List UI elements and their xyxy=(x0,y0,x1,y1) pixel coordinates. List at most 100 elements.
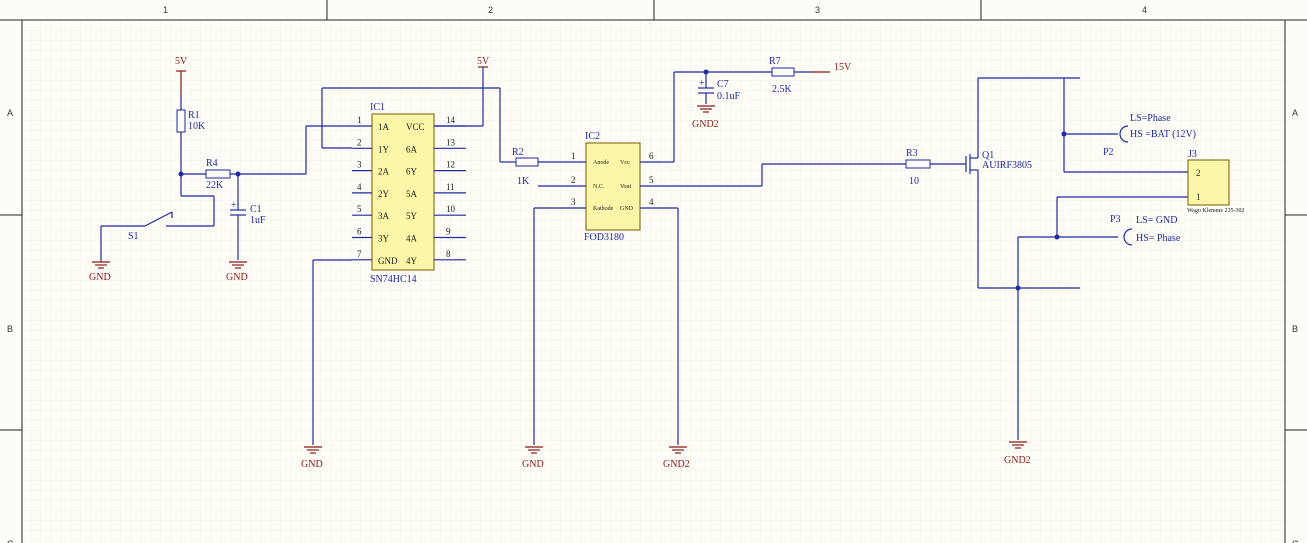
svg-text:HS =BAT (12V): HS =BAT (12V) xyxy=(1130,129,1196,140)
svg-text:Wago Klemme 235-302: Wago Klemme 235-302 xyxy=(1187,208,1245,214)
ic2-pin-num: 3 xyxy=(571,197,576,207)
ic1-pin-num: 1 xyxy=(357,115,362,125)
svg-text:SN74HC14: SN74HC14 xyxy=(370,274,417,285)
ic1-pin-num: 13 xyxy=(446,137,456,147)
ic1-pin-name: GND xyxy=(378,256,398,266)
ic1-pin-num: 5 xyxy=(357,204,362,214)
ic2-pin-name: GND xyxy=(620,206,634,212)
svg-text:10: 10 xyxy=(909,176,919,187)
ic2-pin-name: N.C. xyxy=(593,184,605,190)
gnd2-symbol: GND2 xyxy=(692,105,719,130)
ic1-pin-name: 1Y xyxy=(378,144,390,154)
svg-text:R4: R4 xyxy=(206,158,218,169)
resistor-r3[interactable]: R3 10 xyxy=(905,148,966,187)
svg-text:GND: GND xyxy=(89,272,111,283)
svg-text:FOD3180: FOD3180 xyxy=(584,232,624,243)
gnd-symbol: GND xyxy=(522,446,544,470)
svg-text:AUIRF3805: AUIRF3805 xyxy=(982,160,1032,171)
ic1-pin-num: 2 xyxy=(357,137,362,147)
col-label-2: 2 xyxy=(488,5,493,15)
switch-s1[interactable]: S1 xyxy=(100,174,215,260)
svg-text:IC2: IC2 xyxy=(585,131,600,142)
ic1-pin-name: 5Y xyxy=(406,211,418,221)
svg-text:P2: P2 xyxy=(1103,147,1114,158)
ic1-pin-name: 2A xyxy=(378,167,390,177)
ic2-pin-num: 5 xyxy=(649,175,654,185)
gnd-symbol: GND xyxy=(89,260,111,283)
ic1-pin-num: 7 xyxy=(357,249,362,259)
svg-text:22K: 22K xyxy=(206,180,224,191)
svg-text:GND2: GND2 xyxy=(1004,455,1031,466)
ic1-pin-num: 3 xyxy=(357,160,362,170)
ic1-pin-name: 4Y xyxy=(406,256,418,266)
probe-p3[interactable]: P3 LS= GND HS= Phase xyxy=(1110,214,1181,246)
gnd2-symbol: GND2 xyxy=(663,446,690,470)
ic1-pin-num: 6 xyxy=(357,227,362,237)
row-label-c-left: C xyxy=(7,539,14,543)
resistor-r4[interactable]: R4 22K xyxy=(181,158,306,191)
row-label-a-left: A xyxy=(7,108,13,118)
svg-text:+: + xyxy=(231,200,237,211)
svg-text:2: 2 xyxy=(1196,168,1201,178)
resistor-r7[interactable]: R7 2.5K xyxy=(769,56,830,95)
svg-text:GND2: GND2 xyxy=(663,459,690,470)
ic1-pin-num: 10 xyxy=(446,204,456,214)
row-label-b-left: B xyxy=(7,324,13,334)
power-15v: 15V xyxy=(834,62,852,73)
svg-text:1K: 1K xyxy=(517,176,530,187)
capacitor-c1[interactable]: + C1 1uF xyxy=(230,174,266,260)
power-5v-ic1: 5V xyxy=(434,56,490,127)
gnd-symbol: GND xyxy=(301,446,323,470)
ic2-pin-num: 4 xyxy=(649,197,654,207)
resistor-r1[interactable]: R1 10K xyxy=(176,95,206,174)
mosfet-q1[interactable]: Q1 AUIRF3805 xyxy=(965,150,1032,178)
svg-text:GND: GND xyxy=(226,272,248,283)
ic2-pin-num: 1 xyxy=(571,151,576,161)
ic1-pin-name: 1A xyxy=(378,122,390,132)
svg-text:LS= GND: LS= GND xyxy=(1136,215,1177,226)
ic1-pin-name: 3Y xyxy=(378,234,390,244)
ic1-pin-num: 4 xyxy=(357,182,362,192)
power-5v-left: 5V xyxy=(175,56,188,95)
svg-text:LS=Phase: LS=Phase xyxy=(1130,113,1171,124)
ic1-pin-name: VCC xyxy=(406,122,425,132)
ic1-pin-num: 8 xyxy=(446,249,451,259)
svg-text:GND2: GND2 xyxy=(692,119,719,130)
ic1-pin-name: 4A xyxy=(406,234,418,244)
ic1-pin-name: 2Y xyxy=(378,189,390,199)
svg-text:R3: R3 xyxy=(906,148,918,159)
svg-text:R2: R2 xyxy=(512,147,524,158)
svg-text:GND: GND xyxy=(301,459,323,470)
svg-text:IC1: IC1 xyxy=(370,102,385,113)
ic1-pin-name: 5A xyxy=(406,189,418,199)
svg-text:5V: 5V xyxy=(477,56,490,67)
svg-text:1: 1 xyxy=(1196,192,1201,202)
svg-text:HS= Phase: HS= Phase xyxy=(1136,233,1181,244)
probe-p2[interactable]: P2 LS=Phase HS =BAT (12V) xyxy=(1103,113,1196,158)
ic1-pin-num: 14 xyxy=(446,115,456,125)
ic2-pin-name: Vout xyxy=(620,184,632,190)
svg-text:Q1: Q1 xyxy=(982,150,994,161)
svg-text:5V: 5V xyxy=(175,56,188,67)
col-label-3: 3 xyxy=(815,5,820,15)
ic2-pin-name: Kathode xyxy=(593,206,614,212)
ic1-pin-num: 12 xyxy=(446,160,455,170)
svg-text:C7: C7 xyxy=(717,79,729,90)
ic1-pin-name: 6A xyxy=(406,144,418,154)
svg-text:GND: GND xyxy=(522,459,544,470)
svg-text:J3: J3 xyxy=(1188,149,1197,160)
gnd2-symbol: GND2 xyxy=(1004,441,1031,466)
capacitor-c7[interactable]: + C7 0.1uF xyxy=(698,72,741,104)
svg-text:1uF: 1uF xyxy=(250,215,266,226)
svg-text:S1: S1 xyxy=(128,231,139,242)
row-label-c-right: C xyxy=(1292,539,1299,543)
resistor-r2[interactable]: R2 1K xyxy=(512,147,566,187)
connector-j3[interactable]: J3 2 1 Wago Klemme 235-302 xyxy=(1187,149,1245,214)
svg-text:R1: R1 xyxy=(188,110,200,121)
ic1-pin-num: 9 xyxy=(446,227,451,237)
ic1-pin-name: 3A xyxy=(378,211,390,221)
